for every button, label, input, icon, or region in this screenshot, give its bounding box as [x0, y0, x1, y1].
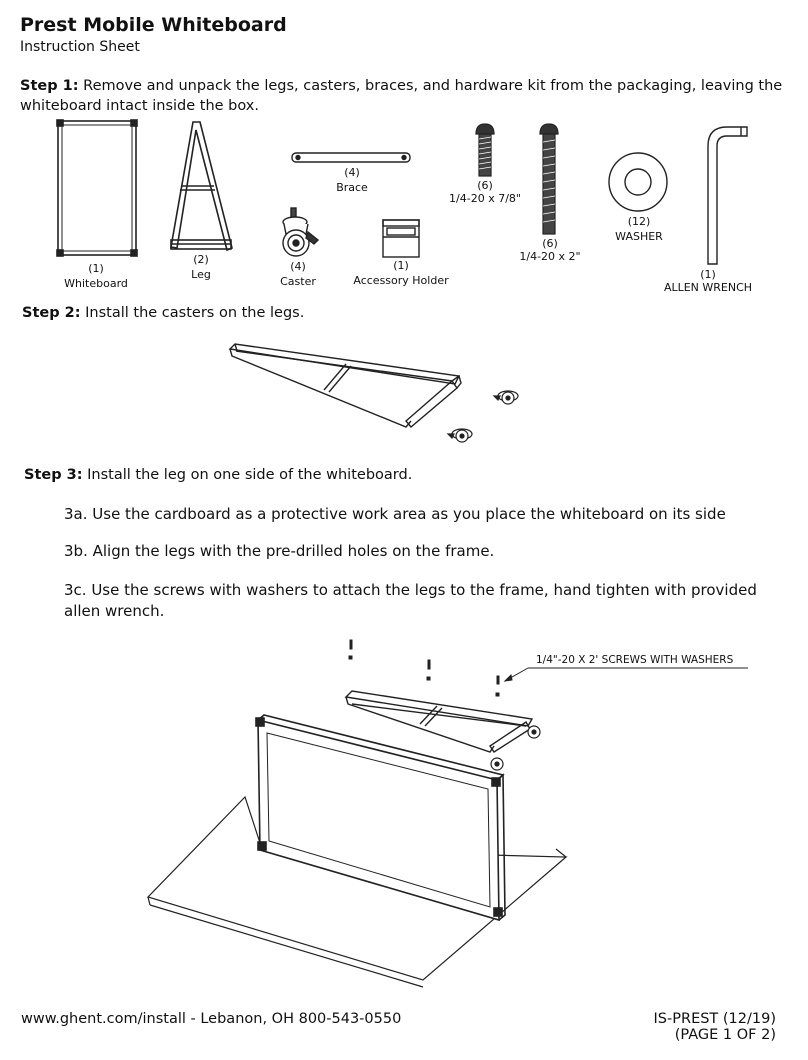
step-1-label: Step 1:	[20, 78, 79, 94]
step-3-label: Step 3:	[24, 467, 83, 483]
footer-doc-id: IS-PREST (12/19)	[653, 1011, 776, 1027]
part-name: Accessory Holder	[353, 274, 449, 287]
whiteboard-icon	[56, 119, 138, 257]
part-name: 1/4-20 x 7/8"	[449, 192, 521, 205]
part-caption-whiteboard: (1) Whiteboard	[56, 262, 136, 290]
allen-wrench-icon	[707, 126, 748, 265]
step-2-label: Step 2:	[22, 305, 81, 321]
part-name: Brace	[336, 181, 368, 194]
part-qty: (4)	[344, 166, 360, 179]
part-name: Caster	[280, 275, 316, 288]
step-3-text: Install the leg on one side of the white…	[87, 467, 413, 483]
part-name: 1/4-20 x 2"	[519, 250, 581, 263]
part-caption-leg: (2) Leg	[176, 253, 226, 281]
step-1-instruction: Step 1: Remove and unpack the legs, cast…	[20, 76, 795, 116]
caster-illustration	[492, 390, 519, 405]
part-caption-accessory-holder: (1) Accessory Holder	[348, 259, 454, 287]
caster-illustration	[490, 757, 504, 771]
part-name: Whiteboard	[64, 277, 128, 290]
step-2-instruction: Step 2: Install the casters on the legs.	[22, 303, 304, 323]
brace-icon	[291, 152, 411, 163]
long-screw-icon	[539, 123, 559, 235]
part-caption-allen-wrench: (1) ALLEN WRENCH	[660, 268, 756, 294]
caster-illustration	[527, 725, 541, 739]
part-name: ALLEN WRENCH	[663, 281, 753, 294]
part-caption-washer: (12) WASHER	[604, 215, 674, 243]
part-caption-short-screw: (6) 1/4-20 x 7/8"	[440, 179, 530, 205]
page-subtitle: Instruction Sheet	[20, 39, 140, 55]
step-1-text: Remove and unpack the legs, casters, bra…	[20, 78, 783, 114]
step-2-text: Install the casters on the legs.	[85, 305, 305, 321]
step-3-instruction: Step 3: Install the leg on one side of t…	[24, 465, 412, 485]
part-caption-long-screw: (6) 1/4-20 x 2"	[510, 237, 590, 263]
caster-icon	[282, 207, 320, 257]
page-title: Prest Mobile Whiteboard	[20, 14, 287, 36]
part-qty: (12)	[627, 215, 651, 228]
part-qty: (1)	[700, 268, 716, 281]
part-name: Leg	[191, 268, 211, 281]
callout-leader-line	[503, 667, 748, 682]
whiteboard-on-side-illustration	[255, 714, 506, 922]
washer-icon	[608, 152, 668, 212]
part-qty: (4)	[290, 260, 306, 273]
substep-3b: 3b. Align the legs with the pre-drilled …	[64, 542, 495, 560]
footer-page-number: (PAGE 1 OF 2)	[674, 1027, 776, 1043]
leg-being-attached-illustration	[344, 690, 534, 753]
part-caption-brace: (4) Brace	[322, 166, 382, 194]
leg-assembly-illustration	[228, 343, 462, 428]
screw-callout-label: 1/4"-20 X 2' SCREWS WITH WASHERS	[536, 654, 734, 666]
leg-icon	[170, 121, 233, 252]
part-qty: (6)	[542, 237, 558, 250]
part-qty: (1)	[88, 262, 104, 275]
part-qty: (2)	[193, 253, 209, 266]
screw-and-washer-markers	[348, 639, 500, 697]
footer-document-info: IS-PREST (12/19) (PAGE 1 OF 2)	[654, 1011, 776, 1043]
substep-3a: 3a. Use the cardboard as a protective wo…	[64, 505, 726, 523]
part-qty: (1)	[393, 259, 409, 272]
accessory-holder-icon	[382, 219, 420, 258]
short-screw-icon	[475, 123, 495, 177]
caster-illustration	[446, 428, 473, 443]
footer-contact: www.ghent.com/install - Lebanon, OH 800-…	[21, 1011, 402, 1027]
part-caption-caster: (4) Caster	[268, 260, 328, 288]
part-qty: (6)	[477, 179, 493, 192]
substep-3c: 3c. Use the screws with washers to attac…	[64, 581, 757, 620]
part-name: WASHER	[615, 230, 663, 243]
